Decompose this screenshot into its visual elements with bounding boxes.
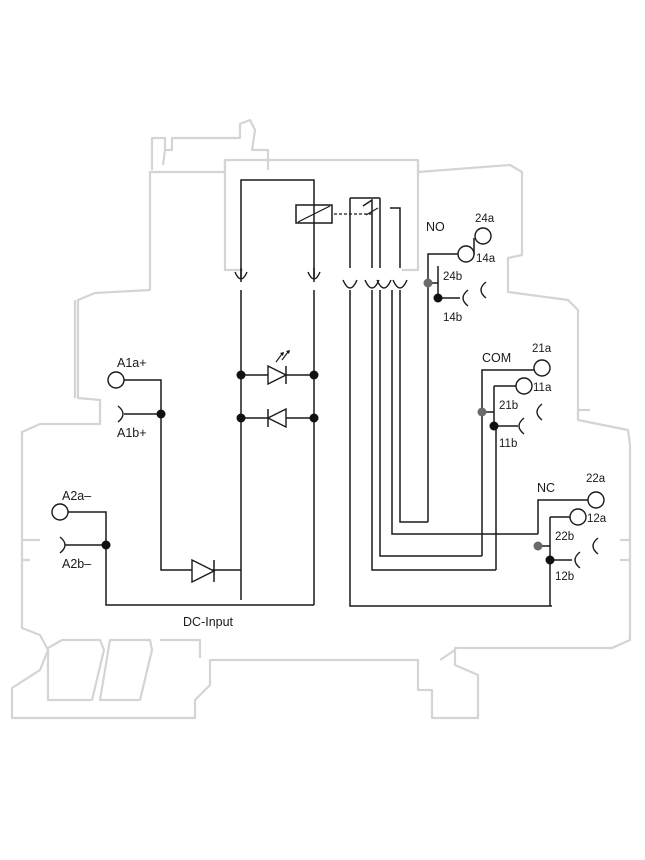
terminal-21a	[533, 359, 551, 377]
terminal-a1a	[107, 371, 125, 389]
terminal-24b	[480, 281, 487, 299]
label-dc-input: DC-Input	[183, 615, 234, 629]
terminal-11b	[518, 417, 525, 435]
series-diode-symbol	[191, 558, 216, 584]
label-21b: 21b	[499, 400, 518, 412]
led-symbol	[267, 350, 290, 386]
label-22b: 22b	[555, 531, 574, 543]
label-a1a: A1a+	[117, 356, 147, 370]
terminal-22a	[587, 491, 605, 509]
label-12b: 12b	[555, 571, 574, 583]
housing-outline	[10, 118, 632, 720]
label-24a: 24a	[475, 213, 495, 225]
label-22a: 22a	[586, 473, 606, 485]
terminal-a2a	[51, 503, 69, 521]
terminal-21b	[536, 403, 543, 421]
label-com: COM	[482, 351, 511, 365]
terminal-12b	[574, 551, 581, 569]
terminal-11a	[515, 377, 533, 395]
label-14b: 14b	[443, 312, 462, 324]
terminal-14a	[457, 245, 475, 263]
terminal-a1b	[117, 405, 124, 423]
label-14a: 14a	[476, 253, 496, 265]
terminal-24a	[474, 227, 492, 245]
terminals-screw	[51, 227, 605, 526]
label-24b: 24b	[443, 271, 462, 283]
terminal-12a	[569, 508, 587, 526]
protection-diode-symbol	[266, 407, 287, 429]
label-a2a: A2a–	[62, 489, 91, 503]
terminal-22b	[592, 537, 599, 555]
label-11a: 11a	[533, 382, 552, 394]
label-nc: NC	[537, 481, 555, 495]
label-11b: 11b	[499, 438, 517, 450]
relay-sockets	[234, 268, 408, 289]
wiring	[65, 179, 590, 607]
label-21a: 21a	[532, 343, 552, 355]
label-a2b: A2b–	[62, 557, 91, 571]
labels: A1a+ A1b+ A2a– A2b– DC-Input NO 24a 14a …	[62, 213, 607, 629]
terminal-14b	[462, 289, 469, 307]
terminal-a2b	[59, 536, 66, 554]
label-no: NO	[426, 220, 445, 234]
label-a1b: A1b+	[117, 426, 147, 440]
junction-dots	[101, 278, 555, 565]
terminals-plug	[59, 281, 599, 569]
label-12a: 12a	[587, 513, 607, 525]
